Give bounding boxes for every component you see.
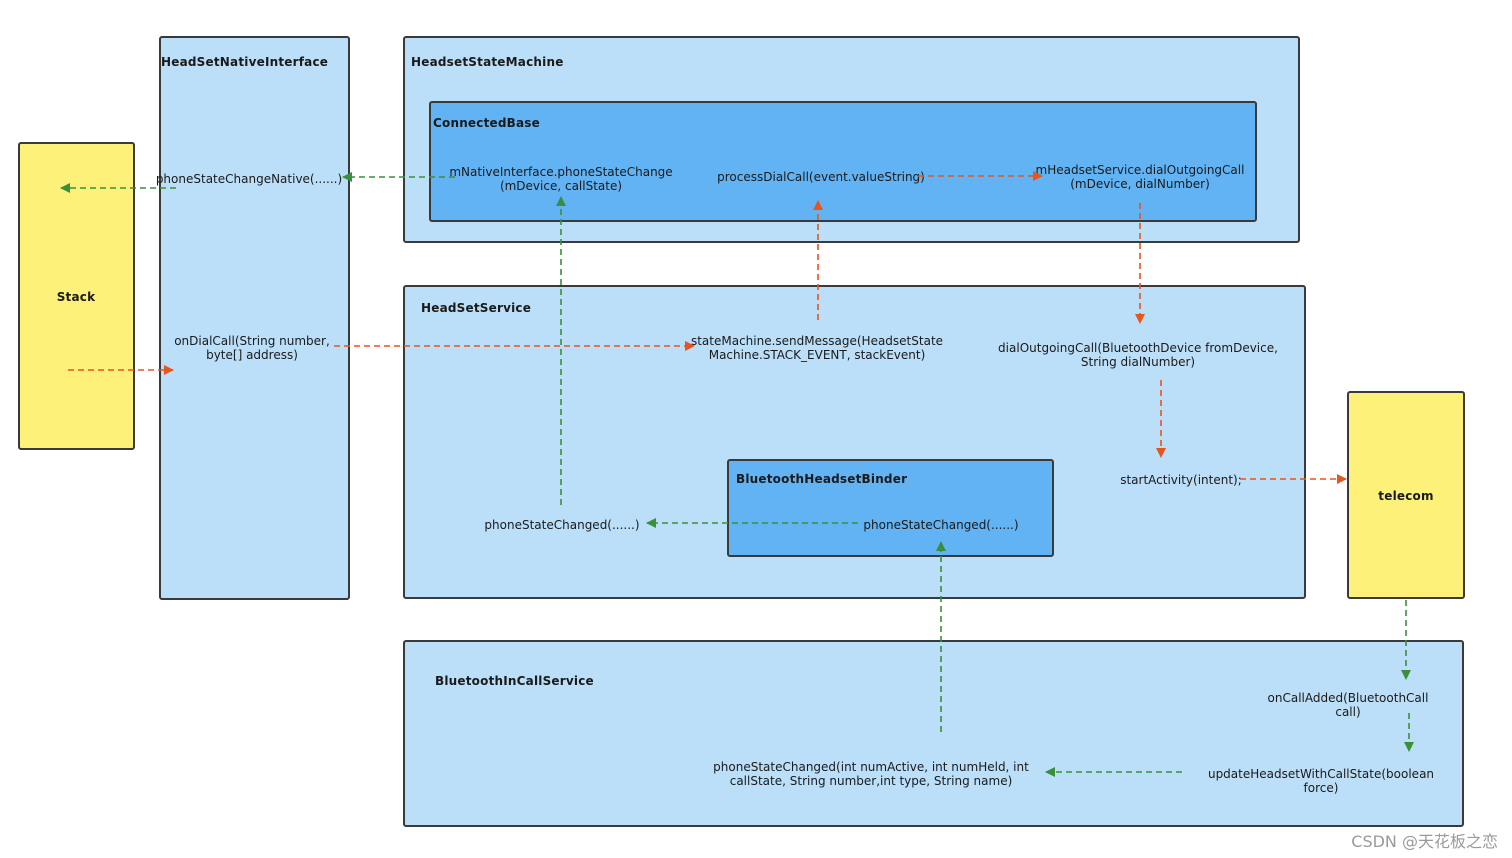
headset-dial-outgoing-label: mHeadsetService.dialOutgoingCall (mDevic… [1035, 163, 1245, 191]
service-phone-state-changed-label: phoneStateChanged(......) [484, 518, 640, 532]
on-dial-call-label: onDialCall(String number, byte[] address… [174, 334, 330, 362]
native-interface-title: HeadSetNativeInterface [161, 55, 329, 69]
dial-outgoing-call-label: dialOutgoingCall(BluetoothDevice fromDev… [998, 341, 1278, 369]
native-interface-box [159, 36, 350, 600]
binder-title: BluetoothHeadsetBinder [736, 472, 908, 486]
telecom-title: telecom [1378, 489, 1434, 503]
binder-phone-state-changed-label: phoneStateChanged(......) [863, 518, 1019, 532]
on-call-added-label: onCallAdded(BluetoothCall call) [1267, 691, 1429, 719]
binder-box [727, 459, 1054, 557]
connected-base-box [429, 101, 1257, 222]
stack-title: Stack [56, 290, 96, 304]
headset-service-title: HeadSetService [421, 301, 532, 315]
state-machine-title: HeadsetStateMachine [411, 55, 564, 69]
stack-box [18, 142, 135, 450]
process-dial-call-label: processDialCall(event.valueString) [717, 170, 925, 184]
update-headset-label: updateHeadsetWithCallState(boolean force… [1207, 767, 1435, 795]
incall-service-box [403, 640, 1464, 827]
start-activity-label: startActivity(intent); [1120, 473, 1242, 487]
native-phone-state-change-label: mNativeInterface.phoneStateChange (mDevi… [449, 165, 673, 193]
phone-state-change-native-label: phoneStateChangeNative(......) [155, 172, 343, 186]
send-message-label: stateMachine.sendMessage(HeadsetState Ma… [690, 334, 944, 362]
connected-base-title: ConnectedBase [433, 116, 540, 130]
incall-phone-state-changed-label: phoneStateChanged(int numActive, int num… [713, 760, 1029, 788]
watermark: CSDN @天花板之恋 [1351, 832, 1498, 851]
incall-service-title: BluetoothInCallService [435, 674, 594, 688]
telecom-box [1347, 391, 1465, 599]
